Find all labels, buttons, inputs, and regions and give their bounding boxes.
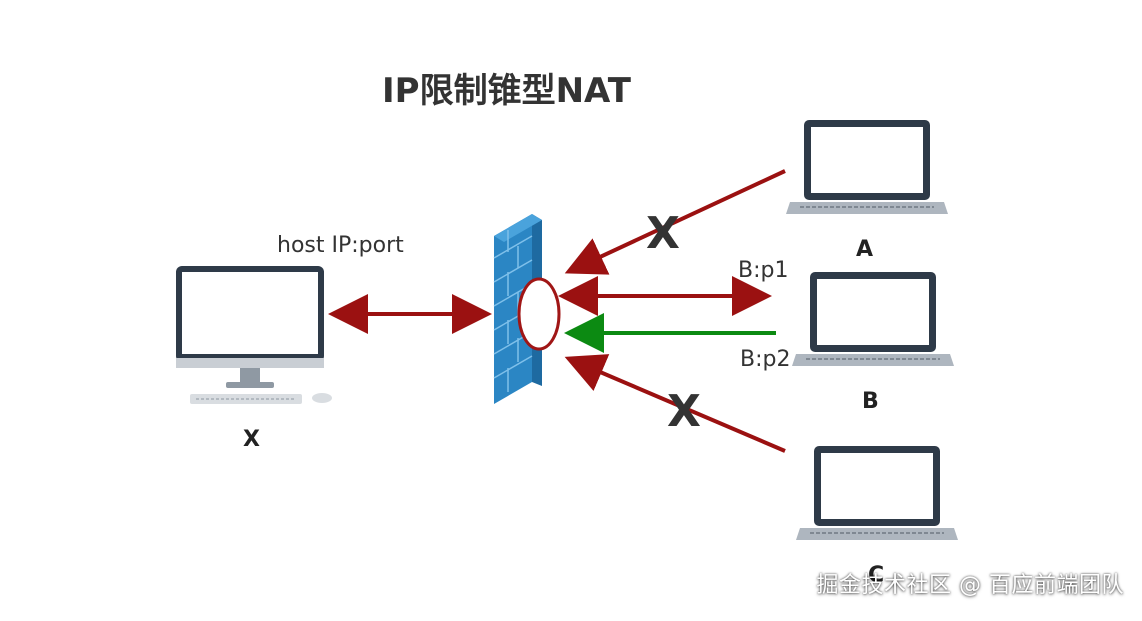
arrow-from-a — [564, 169, 786, 275]
node-label-a: A — [856, 237, 873, 262]
laptop-a-icon — [786, 120, 948, 214]
node-label-b: B — [862, 389, 879, 414]
host-label: host IP:port — [277, 233, 404, 258]
nat-hole — [517, 277, 561, 351]
arrow-from-c — [564, 354, 786, 453]
port-label-p1: B:p1 — [738, 258, 788, 283]
port-label-p2: B:p2 — [740, 347, 790, 372]
laptop-b-icon — [792, 272, 954, 366]
diagram-title: IP限制锥型NAT — [382, 71, 632, 111]
desktop-computer-icon — [176, 266, 332, 404]
watermark: 掘金技术社区 @ 百应前端团队 — [816, 573, 1124, 598]
blocked-mark-a: X — [646, 208, 680, 259]
laptop-c-icon — [796, 446, 958, 540]
node-label-x: X — [243, 427, 260, 452]
node-label-c: C — [868, 563, 884, 588]
blocked-mark-c: X — [667, 386, 701, 437]
firewall-icon — [493, 214, 542, 404]
